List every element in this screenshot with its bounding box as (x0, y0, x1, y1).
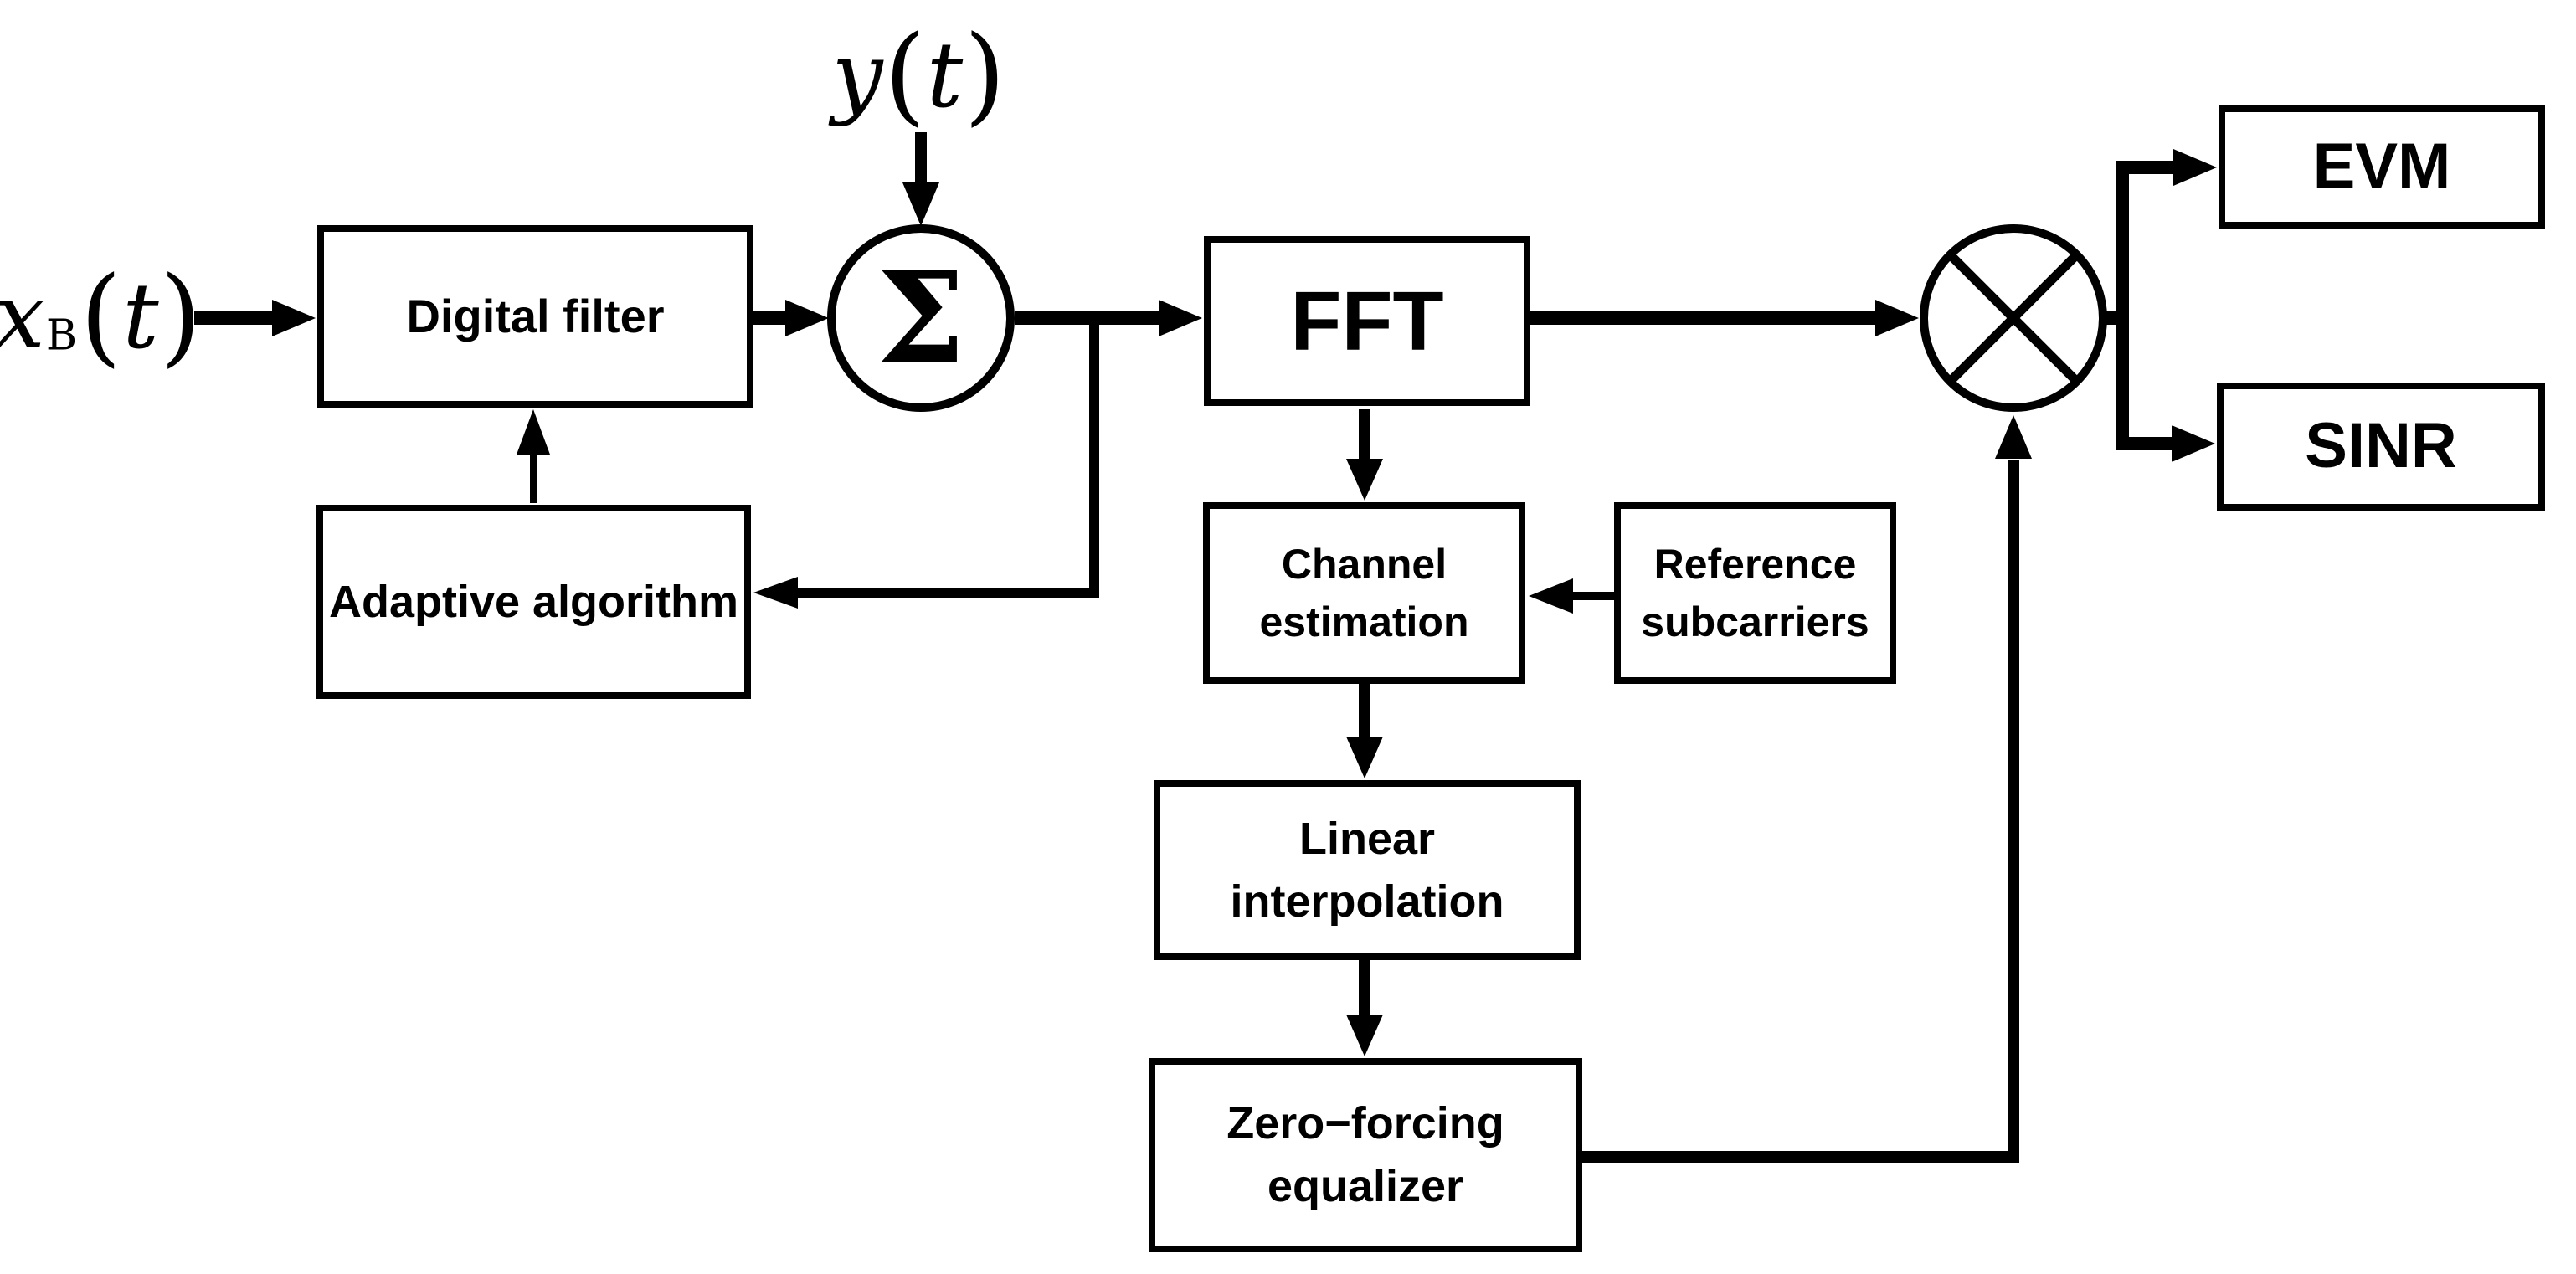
evm-label: EVM (2312, 131, 2451, 203)
digital-filter-label: Digital filter (406, 290, 665, 343)
noise-signal-label: y(t) (827, 13, 1011, 137)
linear-interpolation-label: Linear interpolation (1230, 813, 1504, 927)
linear-interpolation-box: Linear interpolation (1154, 780, 1581, 960)
evm-box: EVM (2219, 105, 2545, 229)
fft-box: FFT (1204, 236, 1530, 406)
noise-input-arrow (902, 132, 939, 226)
equalizer-to-multiplier-arrow (1582, 415, 2032, 1163)
multiplier-cross-icon (1946, 251, 2080, 385)
input-signal-label: xB(t) (0, 241, 202, 392)
adaptive-to-filter-arrow (517, 409, 550, 503)
input-close-paren: ) (160, 254, 202, 378)
adaptive-algorithm-box: Adaptive algorithm (316, 505, 751, 699)
input-signal-arg: t (122, 264, 159, 369)
noise-open-paren: ( (883, 13, 926, 137)
feedback-to-adaptive-arrow (753, 577, 1099, 609)
fft-to-channel-arrow (1346, 409, 1383, 501)
noise-close-paren: ) (964, 13, 1006, 137)
channel-estimation-box: Channel estimation (1203, 502, 1525, 684)
channel-estimation-label: Channel estimation (1259, 540, 1469, 645)
digital-filter-box: Digital filter (317, 225, 753, 408)
input-open-paren: ( (80, 254, 122, 378)
sinr-label: SINR (2305, 410, 2457, 482)
reference-subcarriers-label: Reference subcarriers (1641, 540, 1869, 645)
channel-to-interpolation-arrow (1346, 684, 1383, 778)
adaptive-algorithm-label: Adaptive algorithm (328, 576, 739, 627)
zero-forcing-equalizer-box: Zero−forcing equalizer (1149, 1058, 1582, 1252)
multiplier-circle (1920, 224, 2107, 412)
filter-to-summation-arrow (753, 300, 829, 336)
fft-to-multiplier-arrow (1530, 300, 1919, 336)
zero-forcing-equalizer-label: Zero−forcing equalizer (1226, 1098, 1504, 1211)
noise-signal-arg: t (926, 23, 964, 128)
fft-label: FFT (1290, 274, 1444, 368)
input-signal-base: x (0, 265, 45, 369)
summation-circle (827, 224, 1015, 412)
summation-symbol: Σ (876, 244, 966, 392)
evm-arrow (2116, 149, 2217, 186)
reference-subcarriers-box: Reference subcarriers (1614, 502, 1896, 684)
sinr-box: SINR (2217, 383, 2545, 511)
sinr-arrow (2116, 425, 2215, 462)
interpolation-to-equalizer-arrow (1346, 960, 1383, 1056)
input-signal-subscript: B (45, 309, 78, 359)
noise-signal-base: y (831, 23, 883, 128)
input-arrow (194, 300, 316, 336)
reference-to-channel-arrow (1529, 578, 1614, 614)
summation-to-fft-arrow (1015, 300, 1202, 336)
